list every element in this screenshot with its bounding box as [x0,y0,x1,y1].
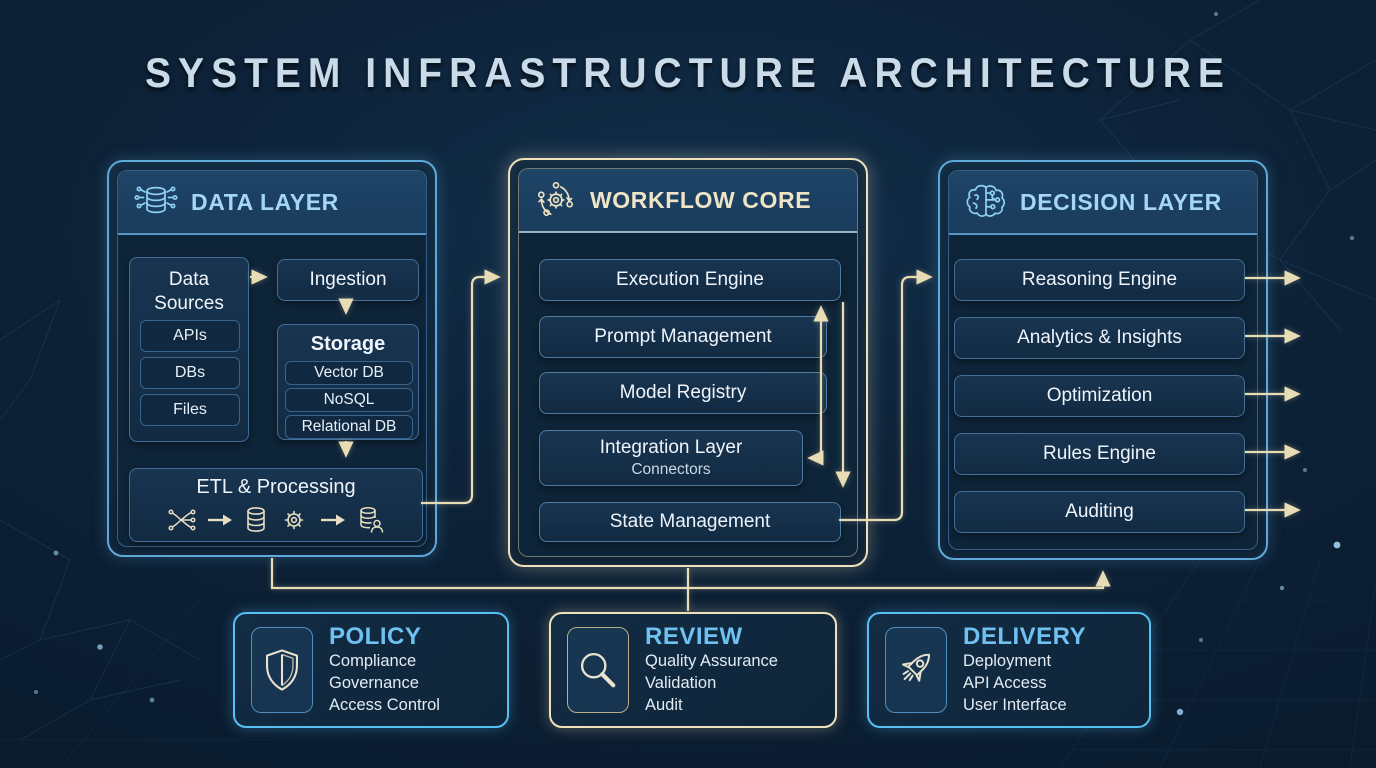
review-line-2: Validation [645,674,717,693]
delivery-title: DELIVERY [963,623,1087,651]
workflow-core-header: WORKFLOW CORE [519,169,857,233]
storage-vector-db: Vector DB [285,361,413,385]
database-user-icon [359,506,383,533]
data-layer-panel: DATA LAYER Data Sources APIs DBs Files I… [107,160,437,557]
delivery-box: DELIVERY Deployment API Access User Inte… [867,612,1151,728]
rules-engine-node: Rules Engine [954,433,1245,475]
delivery-icon-tile [885,627,947,713]
policy-box: POLICY Compliance Governance Access Cont… [233,612,509,728]
reasoning-engine-node: Reasoning Engine [954,259,1245,301]
review-line-1: Quality Assurance [645,652,778,671]
policy-line-3: Access Control [329,695,440,714]
arrow-right-icon [207,514,232,525]
delivery-line-3: User Interface [963,695,1067,714]
brain-circuit-icon [966,184,1006,217]
workflow-core-title: WORKFLOW CORE [590,186,812,213]
execution-engine-node: Execution Engine [539,259,841,301]
review-title: REVIEW [645,623,743,651]
split-icon [167,508,196,531]
data-sources-title: Data Sources [154,269,224,314]
data-layer-header: DATA LAYER [118,171,426,235]
review-icon-tile [567,627,629,713]
policy-line-2: Governance [329,674,419,693]
database-icon [246,506,265,532]
magnifier-icon [580,652,616,688]
delivery-line-2: API Access [963,674,1047,693]
decision-layer-header: DECISION LAYER [949,171,1257,235]
page-title: SYSTEM INFRASTRUCTURE ARCHITECTURE [145,50,1231,97]
auditing-node: Auditing [954,491,1245,533]
decision-layer-panel: DECISION LAYER Reasoning Engine Analytic… [938,160,1268,560]
rocket-icon [902,653,930,682]
etl-processing-node: ETL & Processing [129,468,423,542]
review-box: REVIEW Quality Assurance Validation Audi… [549,612,837,728]
data-source-apis: APIs [140,320,240,352]
delivery-line-1: Deployment [963,652,1052,671]
arrow-right-icon [320,514,345,525]
storage-nosql: NoSQL [285,388,413,412]
integration-layer-node: Integration Layer Connectors [539,430,803,486]
process-gear-icon [537,181,574,216]
workflow-core-panel: WORKFLOW CORE Execution Engine Prompt Ma… [508,158,868,567]
storage-title: Storage [310,333,386,355]
state-management-node: State Management [539,502,841,542]
policy-icon-tile [251,627,313,713]
database-network-icon [134,186,178,214]
ingestion-node: Ingestion [277,259,419,301]
shield-icon [266,649,298,691]
prompt-management-node: Prompt Management [539,316,827,358]
data-layer-title: DATA LAYER [191,188,339,215]
workflow-core-panel-body: WORKFLOW CORE [518,168,858,557]
storage-group: Storage Vector DB NoSQL Relational DB [277,324,419,440]
decision-layer-panel-body: DECISION LAYER [948,170,1258,550]
data-source-dbs: DBs [140,357,240,389]
storage-relational-db: Relational DB [285,415,413,439]
model-registry-node: Model Registry [539,372,827,414]
analytics-insights-node: Analytics & Insights [954,317,1245,359]
data-source-files: Files [140,394,240,426]
gear-icon [284,510,303,529]
data-sources-group: Data Sources APIs DBs Files [129,257,249,442]
policy-title: POLICY [329,623,422,651]
etl-icon-row [167,505,385,535]
review-line-3: Audit [645,695,683,714]
integration-layer-subtitle: Connectors [631,461,711,478]
policy-line-1: Compliance [329,652,417,671]
etl-title: ETL & Processing [196,475,356,498]
optimization-node: Optimization [954,375,1245,417]
integration-layer-title: Integration Layer [599,437,743,458]
decision-layer-title: DECISION LAYER [1020,188,1222,215]
